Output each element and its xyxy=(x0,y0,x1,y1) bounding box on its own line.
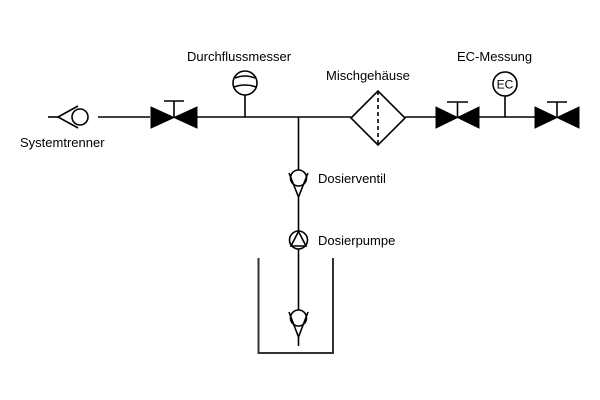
tank xyxy=(257,258,334,354)
mixing-housing-icon xyxy=(349,89,407,147)
dosierpumpe-icon xyxy=(288,229,309,310)
systemtrenner-label: Systemtrenner xyxy=(20,135,105,150)
durchflussmesser-label: Durchflussmesser xyxy=(187,49,292,64)
dosierventil-icon xyxy=(288,169,309,231)
gate-valve-3 xyxy=(534,101,580,129)
mischgehaeuse-label: Mischgehäuse xyxy=(326,68,410,83)
ec-messung-label: EC-Messung xyxy=(457,49,532,64)
foot-valve-icon xyxy=(288,309,309,346)
gate-valve-1 xyxy=(150,100,198,129)
flow-meter-icon xyxy=(232,70,258,117)
ec-sensor-icon: EC xyxy=(492,71,518,117)
systemtrenner-symbol xyxy=(48,105,89,129)
ec-symbol-text: EC xyxy=(497,78,514,92)
gate-valve-2 xyxy=(435,101,480,129)
dosierventil-label: Dosierventil xyxy=(318,171,386,186)
dosierpumpe-label: Dosierpumpe xyxy=(318,233,395,248)
